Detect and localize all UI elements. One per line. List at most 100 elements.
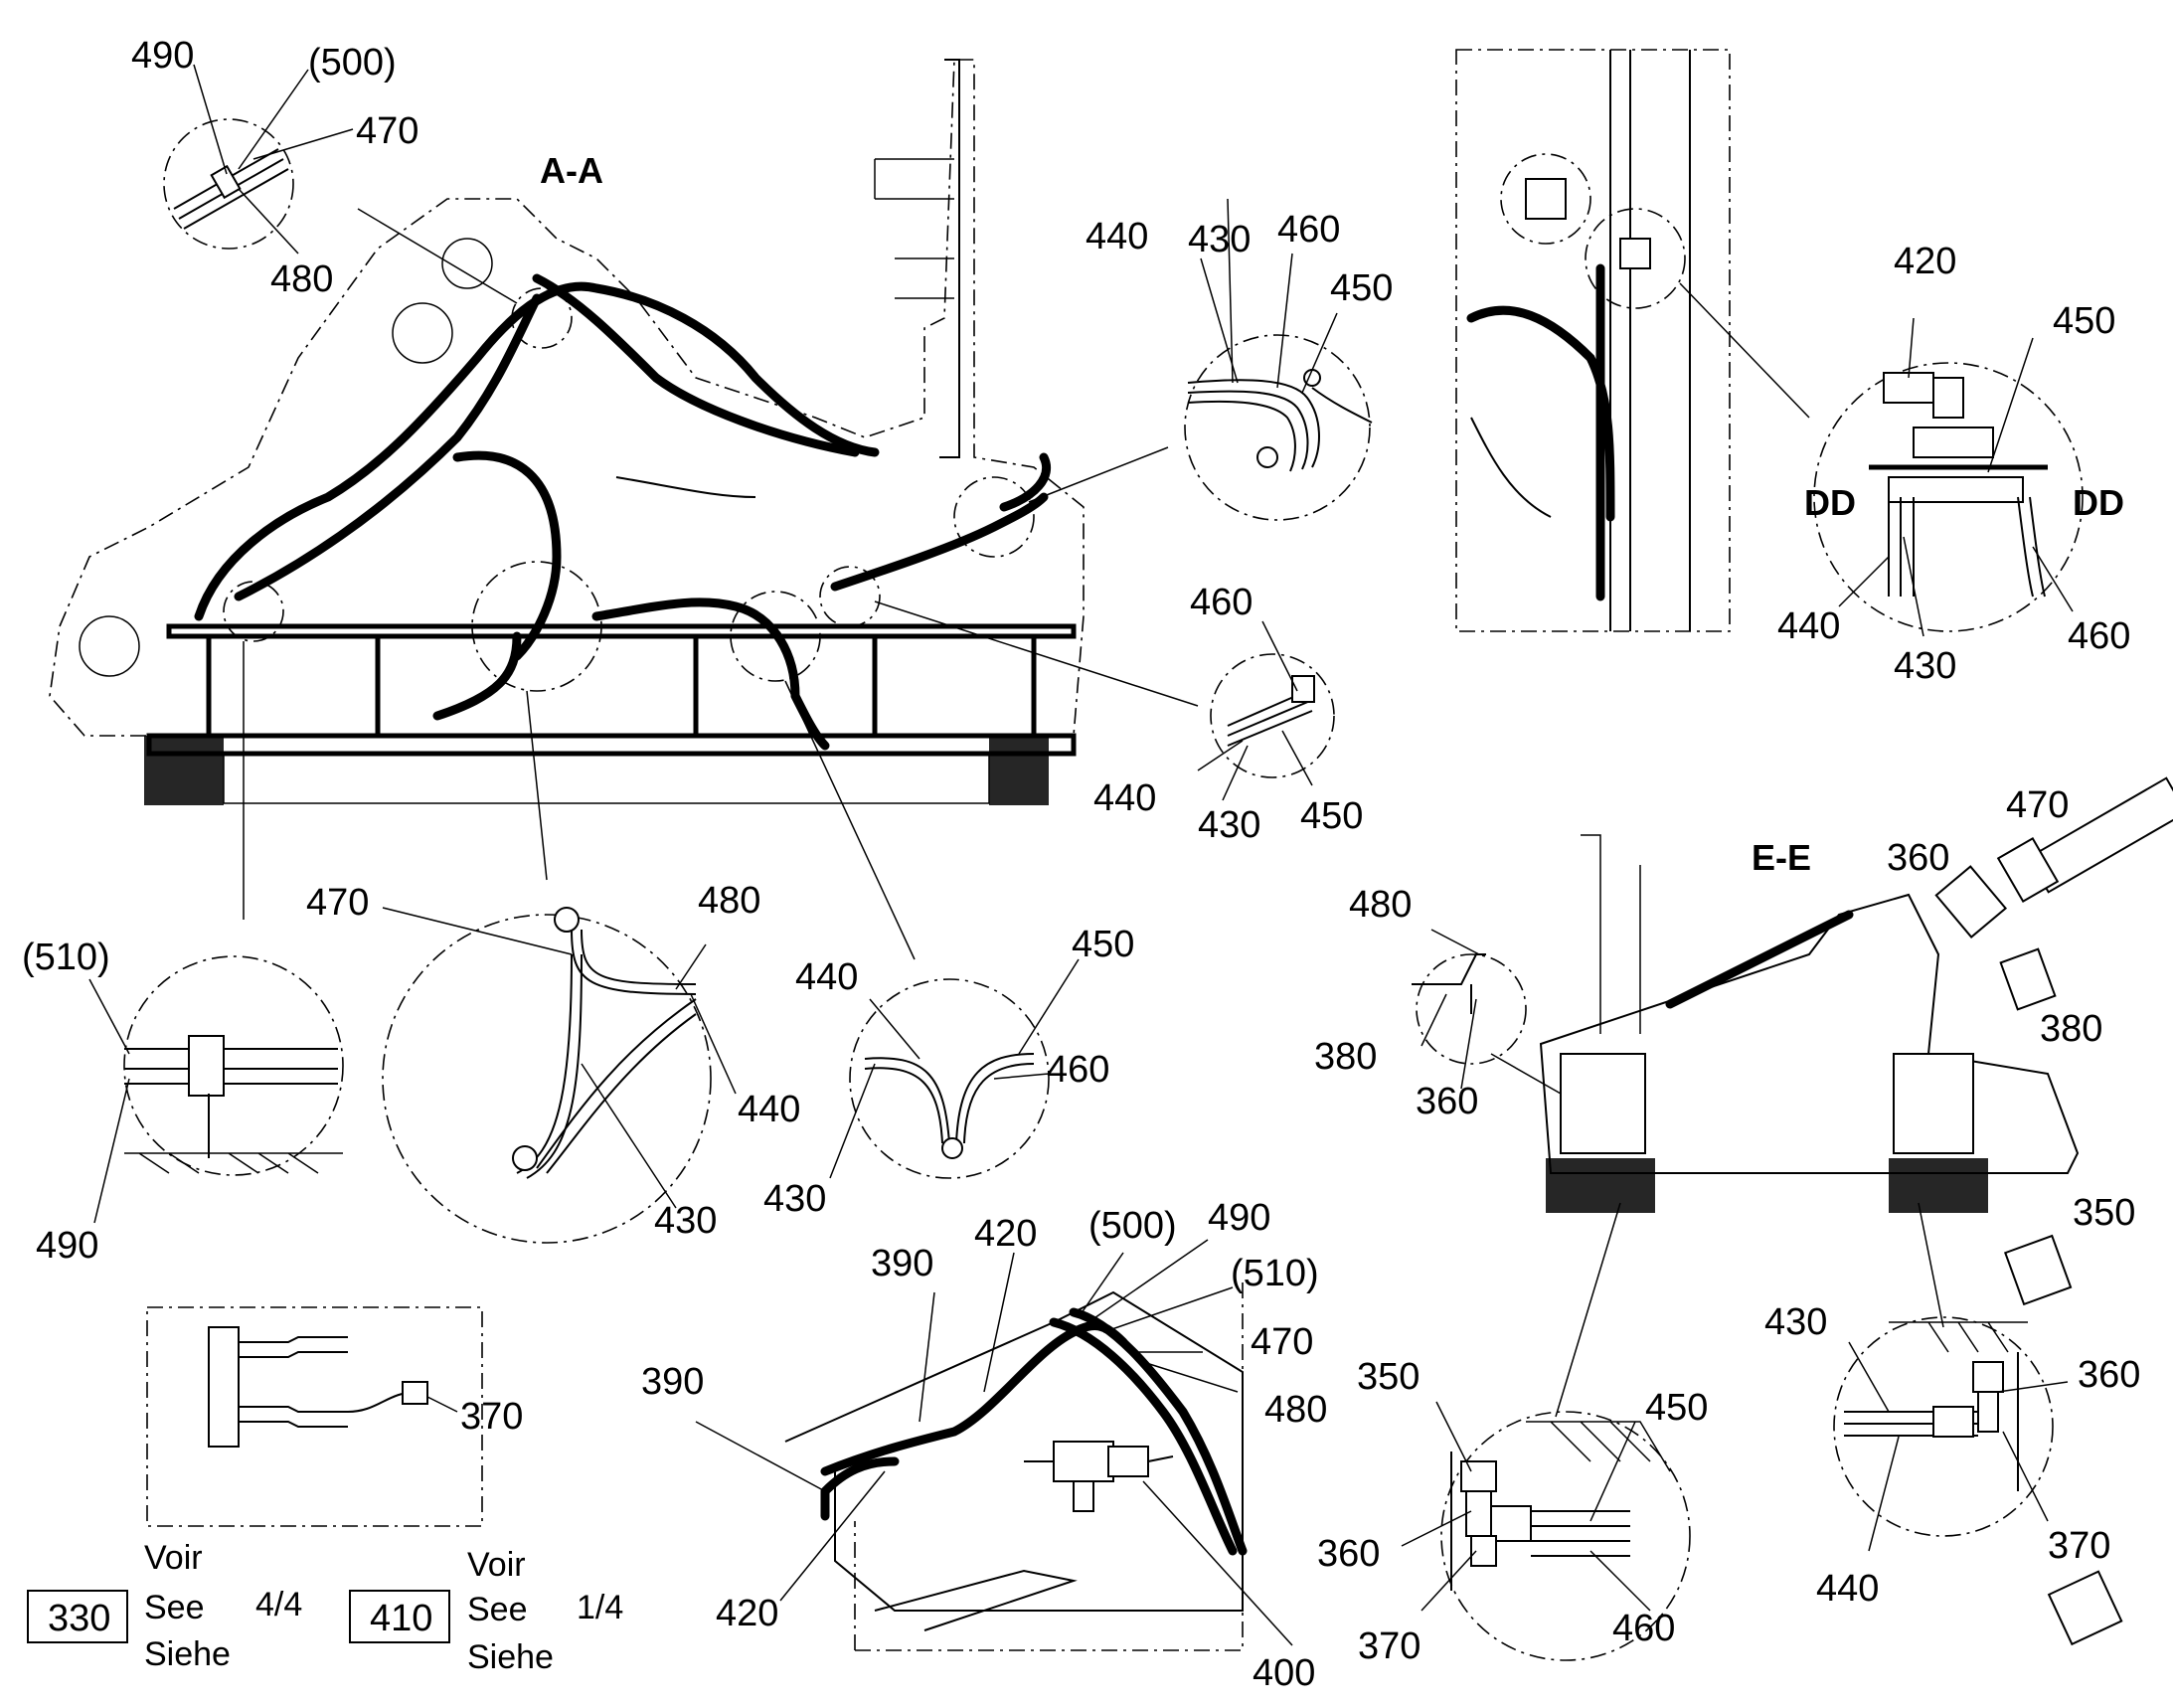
leader-line [1430,929,1480,955]
leader-line [526,690,548,881]
callout-470: 470 [1251,1321,1313,1363]
callout-350: 350 [1357,1356,1420,1398]
section-label-ee: E-E [1752,837,1811,878]
leader-line [93,1078,130,1224]
reference-330[interactable]: 330 Voir See Siehe 4/4 [27,1539,302,1673]
callout-490: 490 [36,1225,98,1267]
detail-circle [1184,334,1371,521]
bracket-detail [874,158,954,299]
leader-line [252,128,354,160]
fitting-detail [1412,953,1486,1014]
motor-left [1560,1053,1646,1154]
hose-run [432,598,830,751]
callout-470: 470 [356,110,418,152]
leader-line [983,1252,1015,1393]
fitting-350-loose [2003,1234,2073,1306]
callout-circle [953,476,1035,558]
callout-420: 420 [716,1593,778,1634]
split-hose [955,1053,1035,1144]
arc [1470,417,1552,518]
hose-run [234,293,542,601]
callout-360: 360 [1887,837,1949,879]
clamp [188,1035,225,1097]
leader-line [193,64,228,175]
callout-500: (500) [308,42,397,84]
detail-clip-middle [1197,620,1335,801]
chassis-outline [49,59,1085,737]
valve [1619,238,1651,269]
leader-line [1848,1341,1890,1413]
frame-base [223,753,990,804]
reference-410[interactable]: 410 Voir See Siehe 1/4 [349,1546,623,1676]
leader-line [1460,998,1477,1090]
callout-450: 450 [1330,267,1393,309]
leader-line [829,1063,876,1179]
fitting-370 [1470,1535,1497,1567]
reference-box[interactable] [27,1590,128,1643]
leader-line [382,907,573,955]
detail-y-split [382,907,737,1244]
leader-line [1078,1252,1124,1318]
frame-rail [146,733,1077,757]
callout-490: 490 [131,35,194,77]
detail-clamp-left [88,955,344,1224]
leader-line [581,1063,677,1209]
reference-number: 410 [370,1598,432,1639]
callout-370: 370 [2048,1525,2110,1567]
nut-470 [1996,836,2060,904]
clamp [554,907,580,933]
callout-380: 380 [2040,1008,2102,1050]
callout-370: 370 [1358,1625,1421,1667]
callout-380: 380 [1314,1036,1377,1078]
leader-line [993,1073,1050,1080]
leader-line [1276,253,1293,389]
clip [1291,675,1315,703]
clip [210,164,242,200]
callout-360: 360 [1416,1081,1478,1122]
callout-390: 390 [641,1361,704,1403]
callout-circle [471,561,602,692]
vertical-bracket [939,59,960,458]
clamp [512,1145,538,1171]
manifold [1913,427,1994,458]
hose-run [532,273,860,457]
clamp-hoses [124,1048,338,1085]
callout-430: 430 [1764,1301,1827,1343]
section-label-dd-right: DD [2073,482,2124,523]
nut [1490,1505,1532,1542]
callout-450: 450 [1300,795,1363,837]
callout-450: 450 [2053,300,2115,342]
callout-460: 460 [1612,1608,1675,1649]
housing [784,1290,1244,1612]
view-valve [695,1239,1293,1651]
valve-pipes [1024,1455,1174,1462]
view-frame [854,1282,1244,1651]
callout-440: 440 [795,956,858,998]
rod [615,476,756,498]
leader-line [1435,1401,1472,1472]
nut [1932,1406,1974,1438]
elbow [1977,1391,1999,1433]
leader-line [238,188,299,255]
callout-circle [1500,153,1591,245]
leader-line [1918,1202,1944,1328]
manifold [208,1326,240,1448]
manifold-base [1888,476,2024,503]
callout-480: 480 [1264,1389,1327,1431]
callout-480: 480 [1349,884,1412,926]
callout-420: 420 [1894,241,1956,282]
reference-box[interactable] [349,1590,450,1643]
gear-left [1546,1158,1655,1213]
leader-line [1281,730,1313,786]
tube [2017,496,2046,598]
callout-360: 360 [2078,1354,2140,1396]
callout-circle [1416,953,1527,1065]
reference-page: 1/4 [577,1589,623,1626]
leader-line [238,69,309,170]
clamp [1256,446,1278,468]
callout-460: 460 [1047,1049,1109,1091]
hose-run [452,450,562,661]
elbow [1932,377,1964,419]
leader-line [695,1421,826,1492]
